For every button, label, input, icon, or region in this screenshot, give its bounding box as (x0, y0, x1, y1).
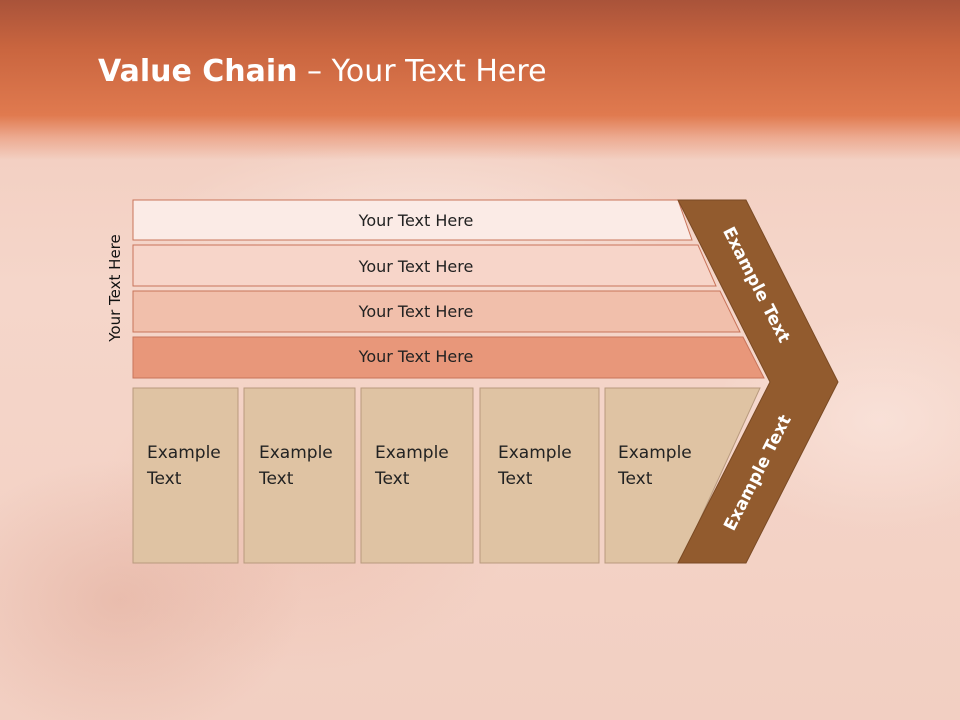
band-label: Your Text Here (358, 210, 474, 230)
title-bar (0, 0, 960, 160)
column-3-shape (360, 387, 474, 564)
title-bold: Value Chain (98, 54, 298, 89)
diagram-reflection: Example Text Example Text Example Text E… (0, 563, 960, 720)
band-label: Your Text Here (358, 256, 474, 276)
band-3-shape (132, 290, 741, 333)
column-label: Example Text (147, 443, 221, 489)
column-label: Example Text (618, 443, 692, 489)
title-rest: – Your Text Here (297, 54, 547, 89)
band-4-shape (132, 336, 765, 379)
band-label: Your Text Here (358, 346, 474, 366)
chevron-arrow (677, 199, 839, 564)
band-2-shape (132, 244, 717, 287)
column-label: Example Text (498, 443, 572, 489)
column-1-shape (132, 387, 239, 564)
slide-title: Value Chain – Your Text Here (98, 54, 547, 89)
column-2-shape (243, 387, 356, 564)
band-1-shape (132, 199, 693, 241)
column-label: Example Text (259, 443, 333, 489)
band-label: Your Text Here (358, 301, 474, 321)
column-label: Example Text (375, 443, 449, 489)
column-4-shape (479, 387, 600, 564)
